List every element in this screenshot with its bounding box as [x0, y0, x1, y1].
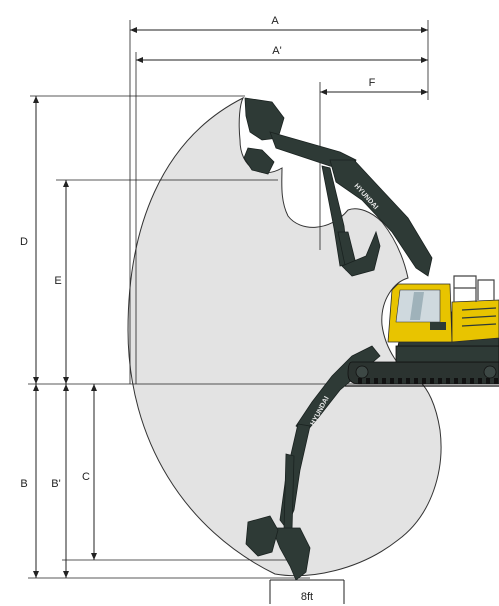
upper-bucket [244, 97, 285, 141]
dim-b-label: B [20, 478, 27, 490]
excavator-body [347, 275, 499, 385]
dim-e-label: E [54, 275, 61, 287]
track-pads [358, 378, 498, 384]
lower-bucket [271, 527, 311, 581]
dim-f-label: F [369, 77, 376, 89]
upper-boom [329, 159, 433, 277]
ground-width-label: 8ft [301, 591, 313, 603]
mid-bucket [341, 230, 381, 277]
dim-a-prime-label: A' [272, 45, 281, 57]
dim-c-label: C [82, 471, 90, 483]
ground-width-box [269, 579, 345, 604]
side-panel [451, 299, 499, 343]
railing [453, 275, 495, 302]
dim-b-prime-label: B' [51, 478, 60, 490]
upper-boom-arm [243, 97, 433, 277]
dimension-arrows [33, 27, 428, 578]
dim-a-label: A [271, 15, 279, 27]
dim-d-label: D [20, 236, 28, 248]
